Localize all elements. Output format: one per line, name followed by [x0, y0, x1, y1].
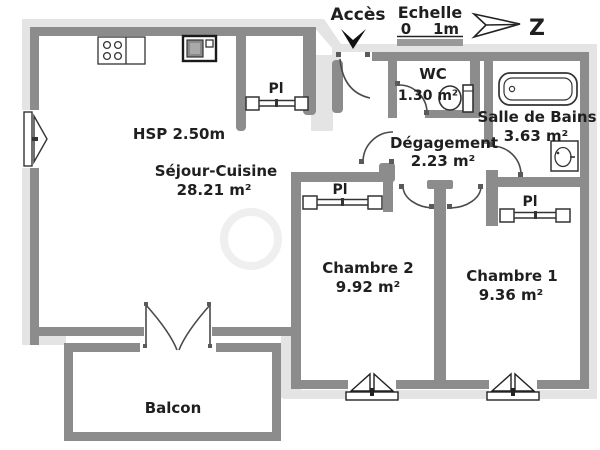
window-left — [22, 110, 48, 168]
sink-icon — [181, 34, 218, 63]
toilet-icon — [438, 84, 474, 113]
wall-balcony — [216, 343, 281, 352]
bathtub-icon — [498, 72, 578, 106]
room-name-chambre2: Chambre 2 — [322, 259, 413, 277]
slider-tick — [275, 99, 278, 107]
room-name-degagement: Dégagement — [390, 134, 498, 152]
wall-balcony — [272, 343, 281, 441]
room-area-degagement: 2.23 m² — [411, 152, 475, 170]
door-chambre2 — [399, 184, 434, 209]
wall-closet2-top — [291, 172, 393, 182]
closet-label-sejour: Pl — [268, 81, 283, 97]
window-tick — [32, 137, 38, 141]
closet-label-chambre1: Pl — [522, 194, 537, 210]
window-chambre1 — [486, 372, 540, 402]
room-area-chambre1: 9.36 m² — [479, 286, 543, 304]
room-area-sdb: 3.63 m² — [504, 127, 568, 145]
wall-segment — [395, 380, 490, 389]
room-area-chambre2: 9.92 m² — [336, 278, 400, 296]
wall-entry-stub — [332, 60, 343, 113]
access-arrow-icon — [341, 29, 366, 49]
window-sill — [23, 111, 33, 167]
north-arrow-icon — [471, 12, 521, 39]
wall-segment — [212, 327, 301, 336]
door-chambre1 — [447, 184, 483, 209]
door-entrance — [336, 52, 371, 99]
room-name-chambre1: Chambre 1 — [466, 267, 557, 285]
wall-closet2-right — [383, 182, 393, 212]
room-name-sejour: Séjour-Cuisine — [155, 162, 277, 180]
window-chambre2 — [345, 372, 399, 402]
wall-wc-sdb-divider — [470, 52, 480, 118]
scale-widget — [397, 35, 463, 46]
kitchen-fixtures — [97, 34, 218, 65]
halo-segment — [338, 44, 597, 52]
halo-segment — [22, 336, 66, 345]
wall-wc-left — [388, 52, 397, 118]
slider-tick — [341, 198, 344, 206]
wall-closet-left — [236, 27, 246, 131]
wall-segment — [291, 172, 301, 389]
labels: Accès Echelle 0 1m Z HSP 2.50m Séjour-Cu… — [133, 3, 597, 417]
scale-tick-1m: 1m — [433, 20, 459, 38]
room-area-wc: 1.30 m² — [398, 88, 458, 104]
wall-closet-right — [303, 27, 316, 115]
door-wc — [395, 81, 429, 115]
washbasin-icon — [550, 140, 579, 172]
halo-segment — [22, 19, 316, 27]
door-balcony-french — [143, 302, 212, 351]
walls — [30, 27, 589, 441]
scale-bar — [397, 39, 463, 46]
watermark-ring — [220, 208, 282, 270]
halo-segment — [283, 390, 597, 399]
slider-sejour-closet — [245, 96, 309, 111]
wall-segment — [291, 380, 349, 389]
wall-bedroom-divider — [434, 182, 446, 380]
wall-sdb-left — [484, 52, 493, 144]
wall-balcony — [64, 432, 281, 441]
room-name-wc: WC — [419, 65, 447, 83]
window-casement-icon — [349, 372, 395, 392]
slider-tick — [534, 211, 537, 219]
door-salle-de-bains — [489, 142, 523, 177]
halo-segment — [22, 19, 30, 345]
wall-segment — [30, 27, 316, 36]
north-label: Z — [529, 16, 545, 41]
closet-sliders — [245, 96, 571, 223]
room-name-sdb: Salle de Bains — [477, 108, 596, 126]
wall-segment — [30, 27, 39, 345]
slider-chambre1-closet — [499, 208, 571, 223]
halo-entrance-slant — [313, 19, 341, 61]
wall-sdb-bottom — [486, 177, 589, 187]
wall-segment — [580, 52, 589, 389]
wall-segment — [30, 327, 144, 336]
doors — [143, 52, 523, 351]
slider-chambre2-closet — [302, 195, 383, 210]
room-area-sejour: 28.21 m² — [177, 181, 252, 199]
wall-balcony — [64, 343, 140, 352]
wall-balcony — [64, 343, 73, 441]
label-hsp: HSP 2.50m — [133, 125, 225, 143]
window-tick — [511, 388, 515, 396]
window-casement-icon — [490, 372, 536, 392]
halo-hall-strip — [311, 55, 333, 131]
wall-nub — [379, 163, 395, 182]
stove-icon — [97, 36, 146, 65]
halo-segment — [589, 44, 597, 399]
room-name-balcon: Balcon — [145, 399, 202, 417]
closet-label-chambre2: Pl — [332, 182, 347, 198]
scale-tick-0: 0 — [401, 20, 411, 38]
wall-segment — [536, 380, 589, 389]
wall-segment — [372, 52, 589, 61]
window-tick — [370, 388, 374, 396]
wall-wc-bottom — [425, 110, 480, 118]
access-label: Accès — [331, 5, 386, 25]
scale-title: Echelle — [398, 3, 463, 22]
door-sejour-degagement — [359, 131, 394, 164]
